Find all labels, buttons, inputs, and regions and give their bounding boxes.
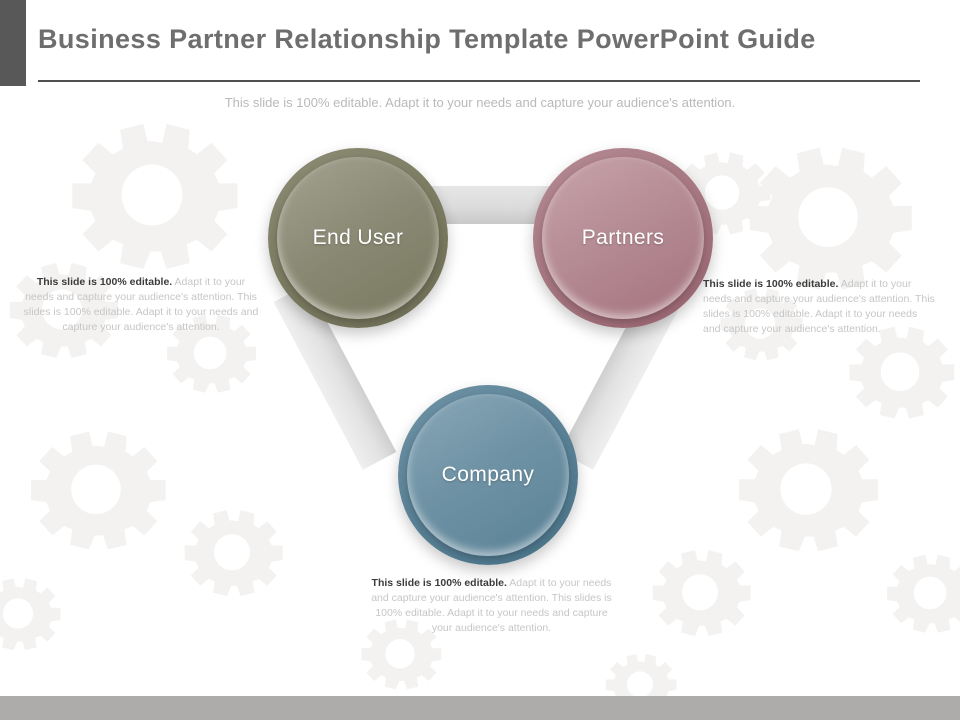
- diagram-node-company-face: Company: [407, 394, 569, 556]
- title-divider-rule: [38, 80, 920, 82]
- description-text-left: This slide is 100% editable. Adapt it to…: [22, 275, 260, 335]
- slide-subtitle: This slide is 100% editable. Adapt it to…: [224, 95, 736, 110]
- description-text-right: This slide is 100% editable. Adapt it to…: [703, 277, 935, 337]
- diagram-node-end-user-label: End User: [312, 226, 404, 249]
- diagram-node-company-label: Company: [441, 463, 535, 486]
- diagram-node-end-user[interactable]: End User: [268, 148, 448, 328]
- corner-accent-bar: [0, 0, 26, 86]
- description-text-bottom: This slide is 100% editable. Adapt it to…: [365, 576, 618, 636]
- diagram-node-partners-face: Partners: [542, 157, 704, 319]
- description-text-bottom-body: Adapt it to your needs and capture your …: [371, 577, 612, 634]
- diagram-node-company[interactable]: Company: [398, 385, 578, 565]
- description-text-left-lead: This slide is 100% editable.: [36, 276, 173, 288]
- diagram-node-partners[interactable]: Partners: [533, 148, 713, 328]
- description-text-left-body: Adapt it to your needs and capture your …: [23, 276, 259, 333]
- page-title: Business Partner Relationship Template P…: [38, 24, 816, 54]
- description-text-right-body: Adapt it to your needs and capture your …: [703, 278, 935, 335]
- diagram-node-end-user-face: End User: [277, 157, 439, 319]
- description-text-bottom-lead: This slide is 100% editable.: [371, 577, 507, 589]
- footer-bar: [0, 696, 960, 720]
- description-text-right-lead: This slide is 100% editable.: [703, 278, 839, 290]
- diagram-node-partners-label: Partners: [581, 226, 665, 249]
